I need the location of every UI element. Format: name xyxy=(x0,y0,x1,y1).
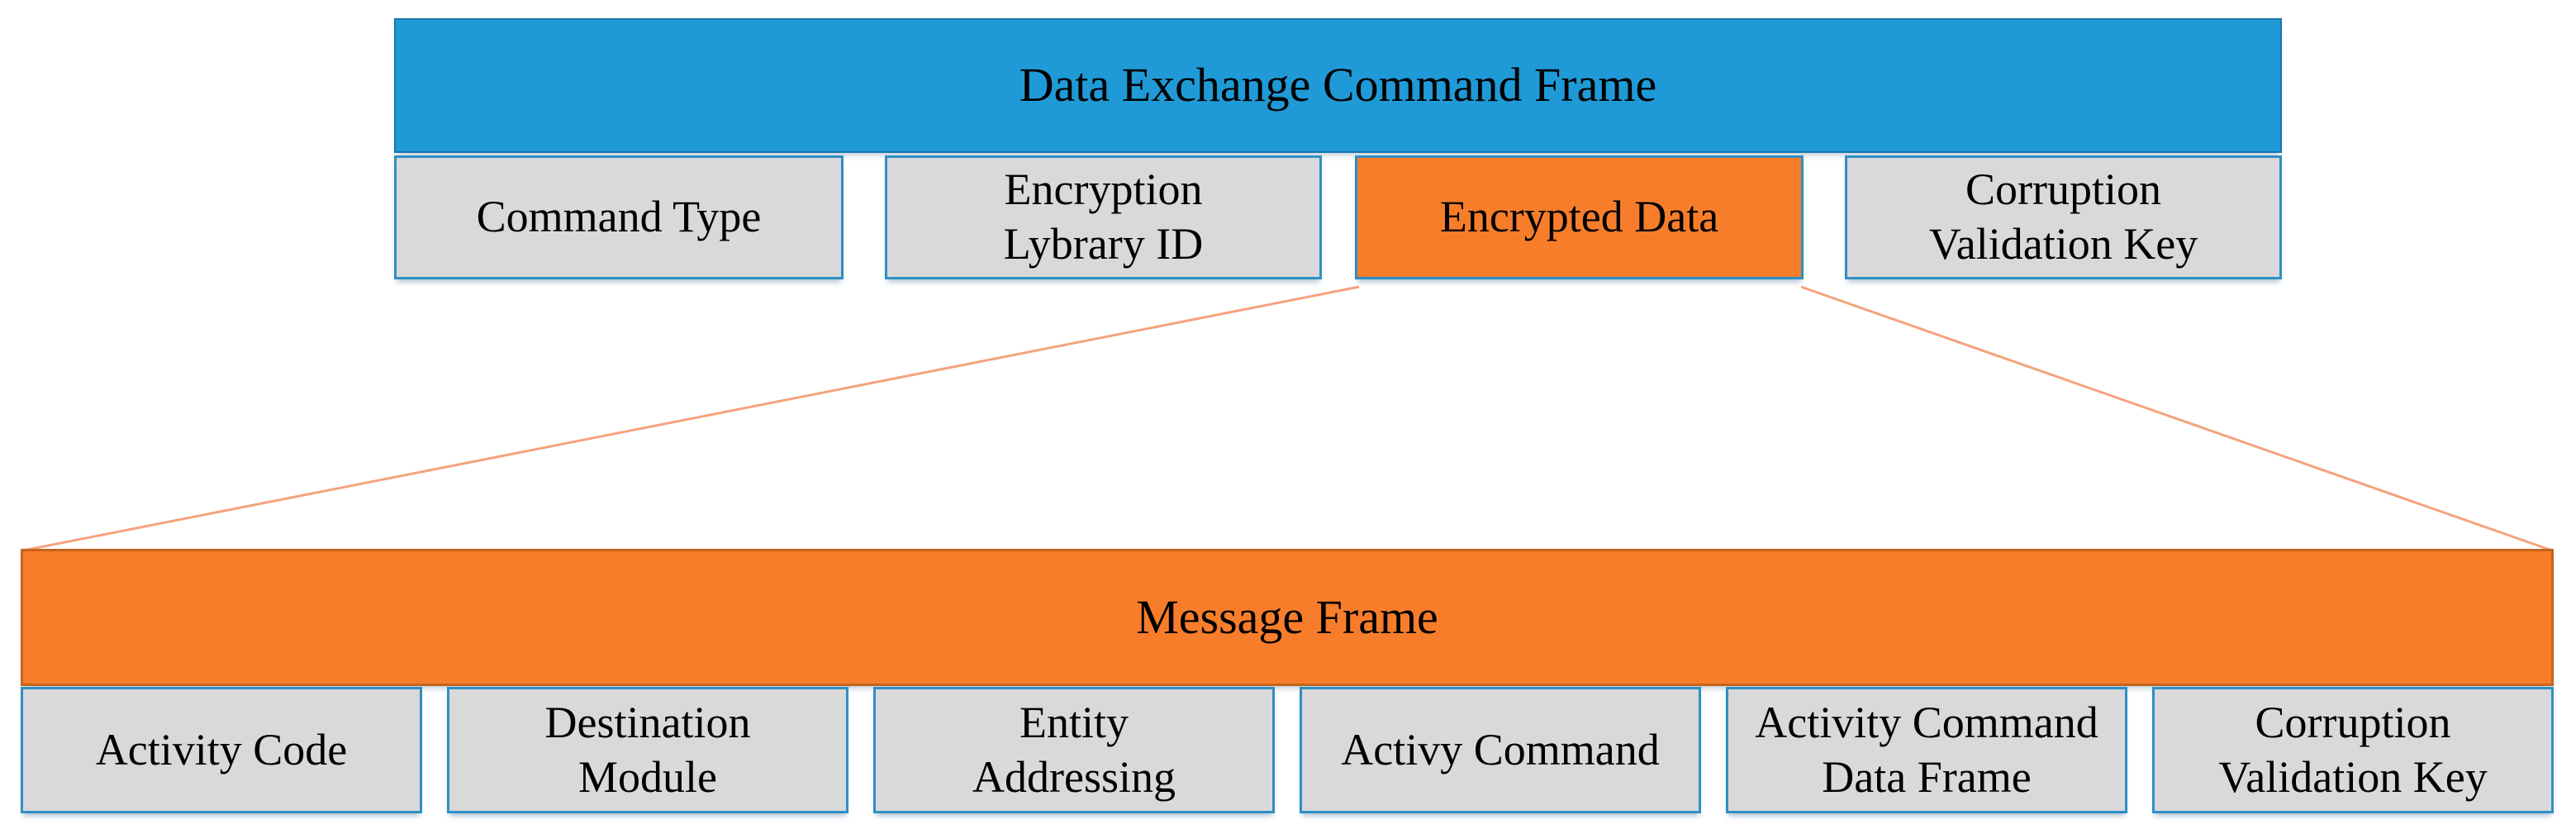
field-encryption-lybrary-id: Encryption Lybrary ID xyxy=(885,155,1322,279)
message-frame-title-bar: Message Frame xyxy=(21,549,2554,686)
field-activy-command: Activy Command xyxy=(1300,687,1701,813)
field-corruption-validation-key-2: Corruption Validation Key xyxy=(2152,687,2554,813)
field-destination-module: Destination Module xyxy=(447,687,848,813)
data-exchange-command-frame-title-bar: Data Exchange Command Frame xyxy=(394,18,2282,153)
connector-line-left xyxy=(22,285,1360,552)
field-activity-code: Activity Code xyxy=(21,687,422,813)
field-corruption-validation-key: Corruption Validation Key xyxy=(1845,155,2282,279)
field-command-type: Command Type xyxy=(394,155,844,279)
connector-line-right xyxy=(1800,285,2553,552)
field-activity-command-data-frame: Activity Command Data Frame xyxy=(1726,687,2127,813)
field-encrypted-data: Encrypted Data xyxy=(1355,155,1804,279)
field-entity-addressing: Entity Addressing xyxy=(873,687,1275,813)
